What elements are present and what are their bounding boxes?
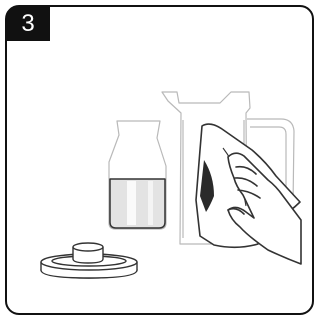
carafe-icon <box>109 121 166 229</box>
lid-icon <box>41 243 137 278</box>
